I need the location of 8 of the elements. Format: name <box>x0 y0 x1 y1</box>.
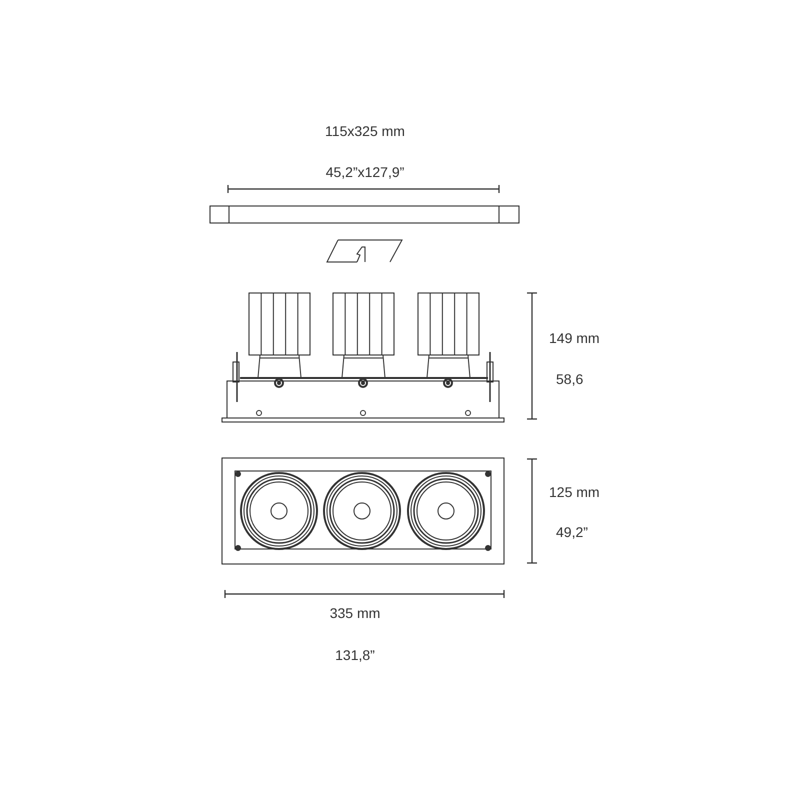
dimension-label: 58,6 <box>556 372 584 386</box>
dimension-label: 149 mm <box>549 331 600 345</box>
dimension-label: 49,2” <box>556 525 588 539</box>
dimension-label: 115x325 mm <box>325 124 405 138</box>
dimension-label: 125 mm <box>549 485 600 499</box>
dimension-label: 131,8” <box>335 648 375 662</box>
dimension-label: 335 mm <box>330 606 380 620</box>
dimension-label: 45,2”x127,9” <box>326 165 404 179</box>
